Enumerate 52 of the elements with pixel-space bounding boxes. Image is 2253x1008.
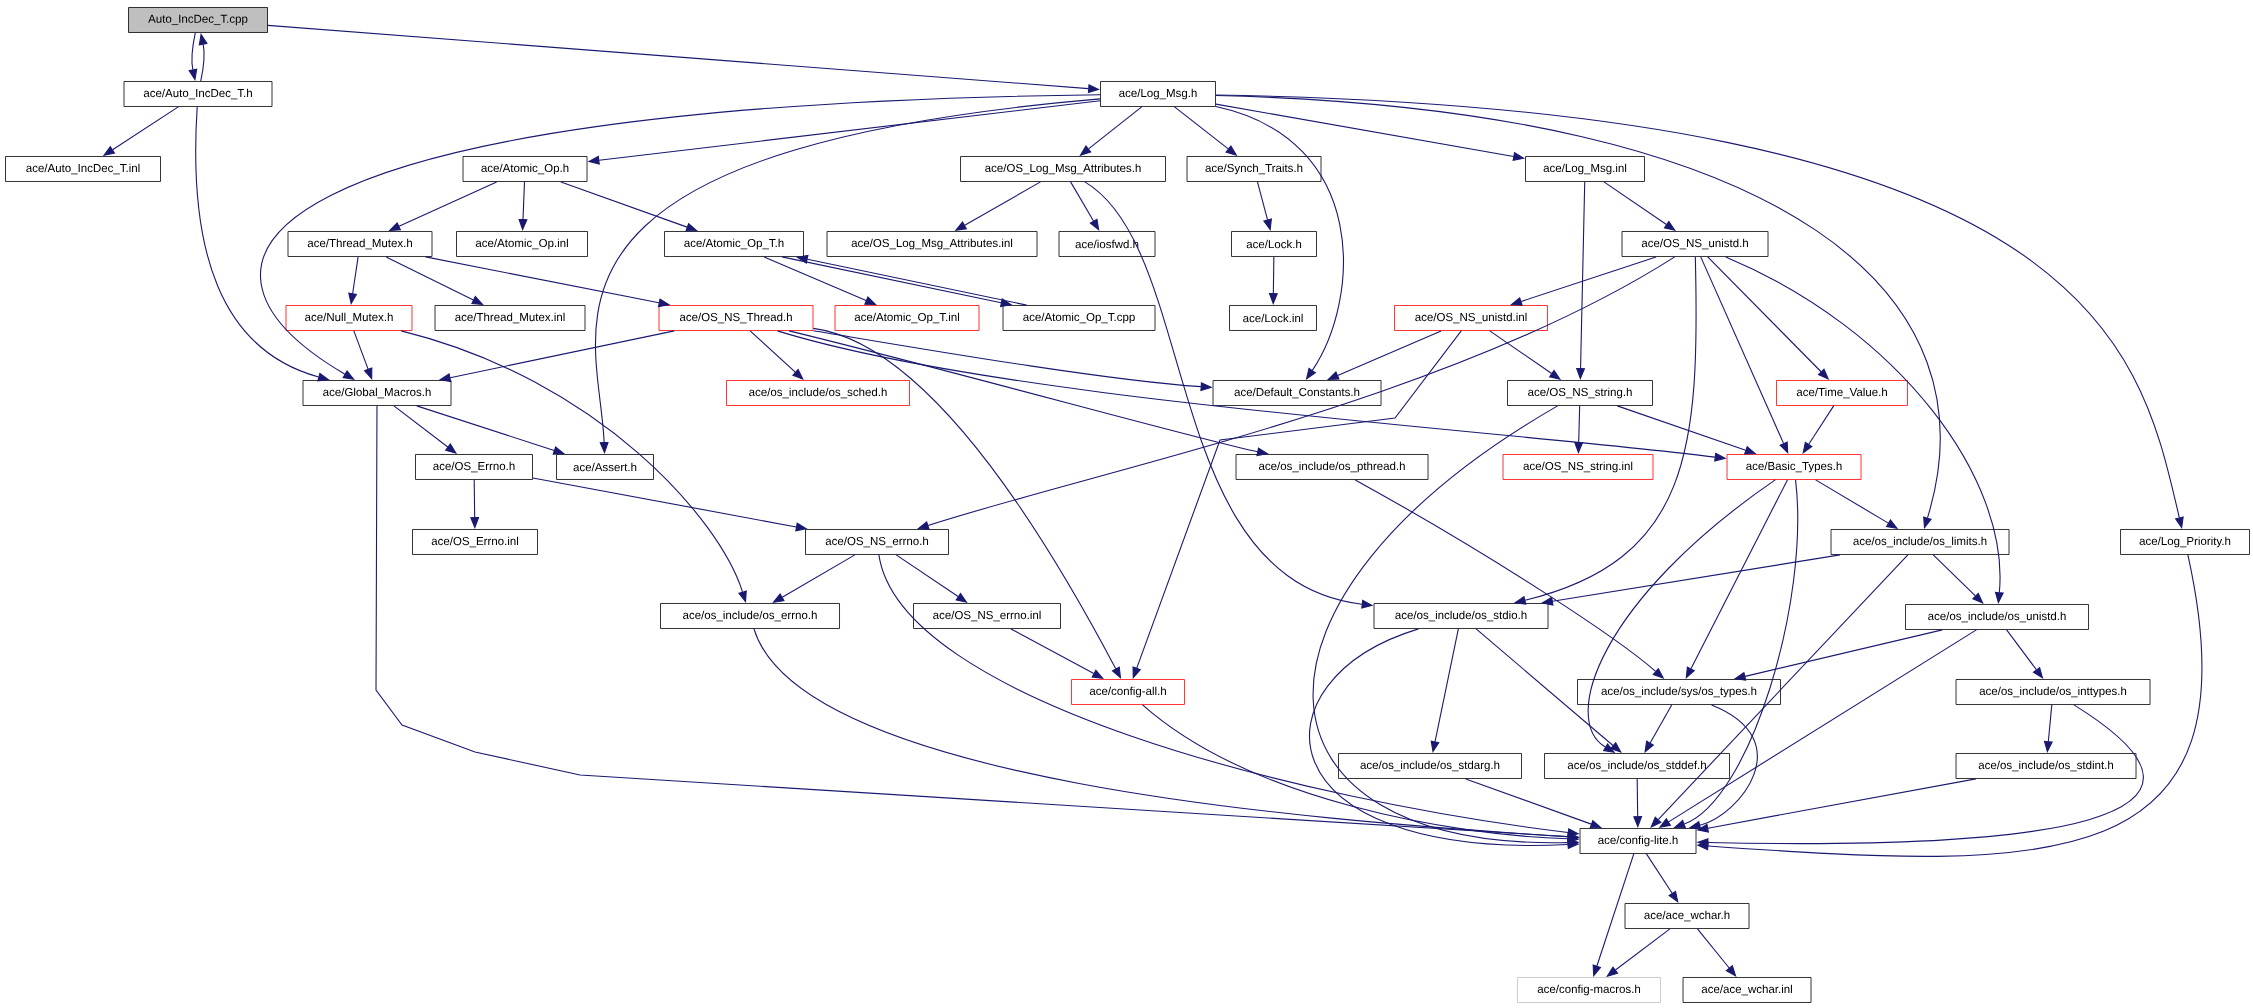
file-box: ace/os_include/os_stddef.h: [1544, 753, 1730, 779]
file-box: ace/OS_NS_errno.inl: [913, 603, 1061, 629]
file-box: ace/Log_Msg.inl: [1525, 156, 1645, 182]
file-box: ace/os_include/os_stdarg.h: [1338, 753, 1522, 779]
file-box: ace/OS_NS_Thread.h: [658, 305, 814, 331]
file-box: ace/Lock.h: [1231, 231, 1317, 257]
file-box: ace/config-macros.h: [1517, 977, 1661, 1003]
file-box: ace/Atomic_Op_T.h: [664, 231, 804, 257]
file-box: ace/os_include/os_unistd.h: [1905, 604, 2089, 630]
file-box: ace/Basic_Types.h: [1726, 454, 1862, 480]
file-box: ace/os_include/os_sched.h: [726, 380, 910, 406]
file-box: ace/os_include/sys/os_types.h: [1577, 679, 1781, 705]
arrow: [917, 256, 1676, 530]
file-box: ace/OS_Log_Msg_Attributes.inl: [826, 231, 1038, 257]
file-box: ace/config-all.h: [1071, 679, 1185, 705]
file-box: Auto_IncDec_T.cpp: [128, 7, 268, 33]
file-box: ace/OS_Log_Msg_Attributes.h: [960, 156, 1166, 182]
file-box: ace/Default_Constants.h: [1212, 380, 1382, 406]
file-box: ace/OS_NS_string.inl: [1502, 454, 1654, 480]
file-box: ace/Log_Msg.h: [1100, 81, 1216, 107]
file-box: ace/config-lite.h: [1579, 828, 1697, 854]
file-box: ace/os_include/os_limits.h: [1830, 529, 2010, 555]
file-box: ace/Auto_IncDec_T.inl: [5, 156, 161, 182]
file-box: ace/Atomic_Op.inl: [456, 231, 588, 257]
file-box: ace/Thread_Mutex.inl: [434, 305, 586, 331]
file-box: ace/Global_Macros.h: [302, 380, 452, 406]
file-box: ace/Atomic_Op_T.inl: [834, 305, 980, 331]
file-box: ace/os_include/os_stdio.h: [1373, 603, 1549, 629]
file-box: ace/Atomic_Op.h: [462, 156, 588, 182]
arrow: [1541, 554, 1841, 606]
file-box: ace/OS_NS_unistd.inl: [1394, 305, 1548, 331]
file-box: ace/OS_Errno.h: [415, 454, 533, 480]
file-box: ace/ace_wchar.h: [1624, 903, 1750, 929]
file-box: ace/Log_Priority.h: [2120, 529, 2250, 555]
file-box: ace/os_include/os_errno.h: [660, 603, 840, 629]
file-box: ace/Time_Value.h: [1776, 380, 1908, 406]
file-box: ace/os_include/os_stdint.h: [1955, 753, 2137, 779]
file-box: ace/Null_Mutex.h: [285, 305, 413, 331]
file-box: ace/OS_NS_errno.h: [805, 529, 949, 555]
file-box: ace/Lock.inl: [1229, 305, 1317, 331]
file-box: ace/OS_Errno.inl: [412, 529, 538, 555]
file-box: ace/Auto_IncDec_T.h: [123, 81, 273, 107]
file-box: ace/Synch_Traits.h: [1186, 156, 1322, 182]
file-box: ace/os_include/os_inttypes.h: [1955, 679, 2151, 705]
file-box: ace/iosfwd.h: [1058, 231, 1156, 257]
file-box: ace/ace_wchar.inl: [1682, 977, 1812, 1003]
file-box: ace/Assert.h: [556, 454, 654, 480]
file-box: ace/OS_NS_unistd.h: [1621, 231, 1769, 257]
file-box: ace/Thread_Mutex.h: [287, 231, 433, 257]
file-box: ace/os_include/os_pthread.h: [1235, 454, 1429, 480]
file-box: ace/OS_NS_string.h: [1507, 380, 1653, 406]
file-box: ace/Atomic_Op_T.cpp: [1002, 305, 1156, 331]
